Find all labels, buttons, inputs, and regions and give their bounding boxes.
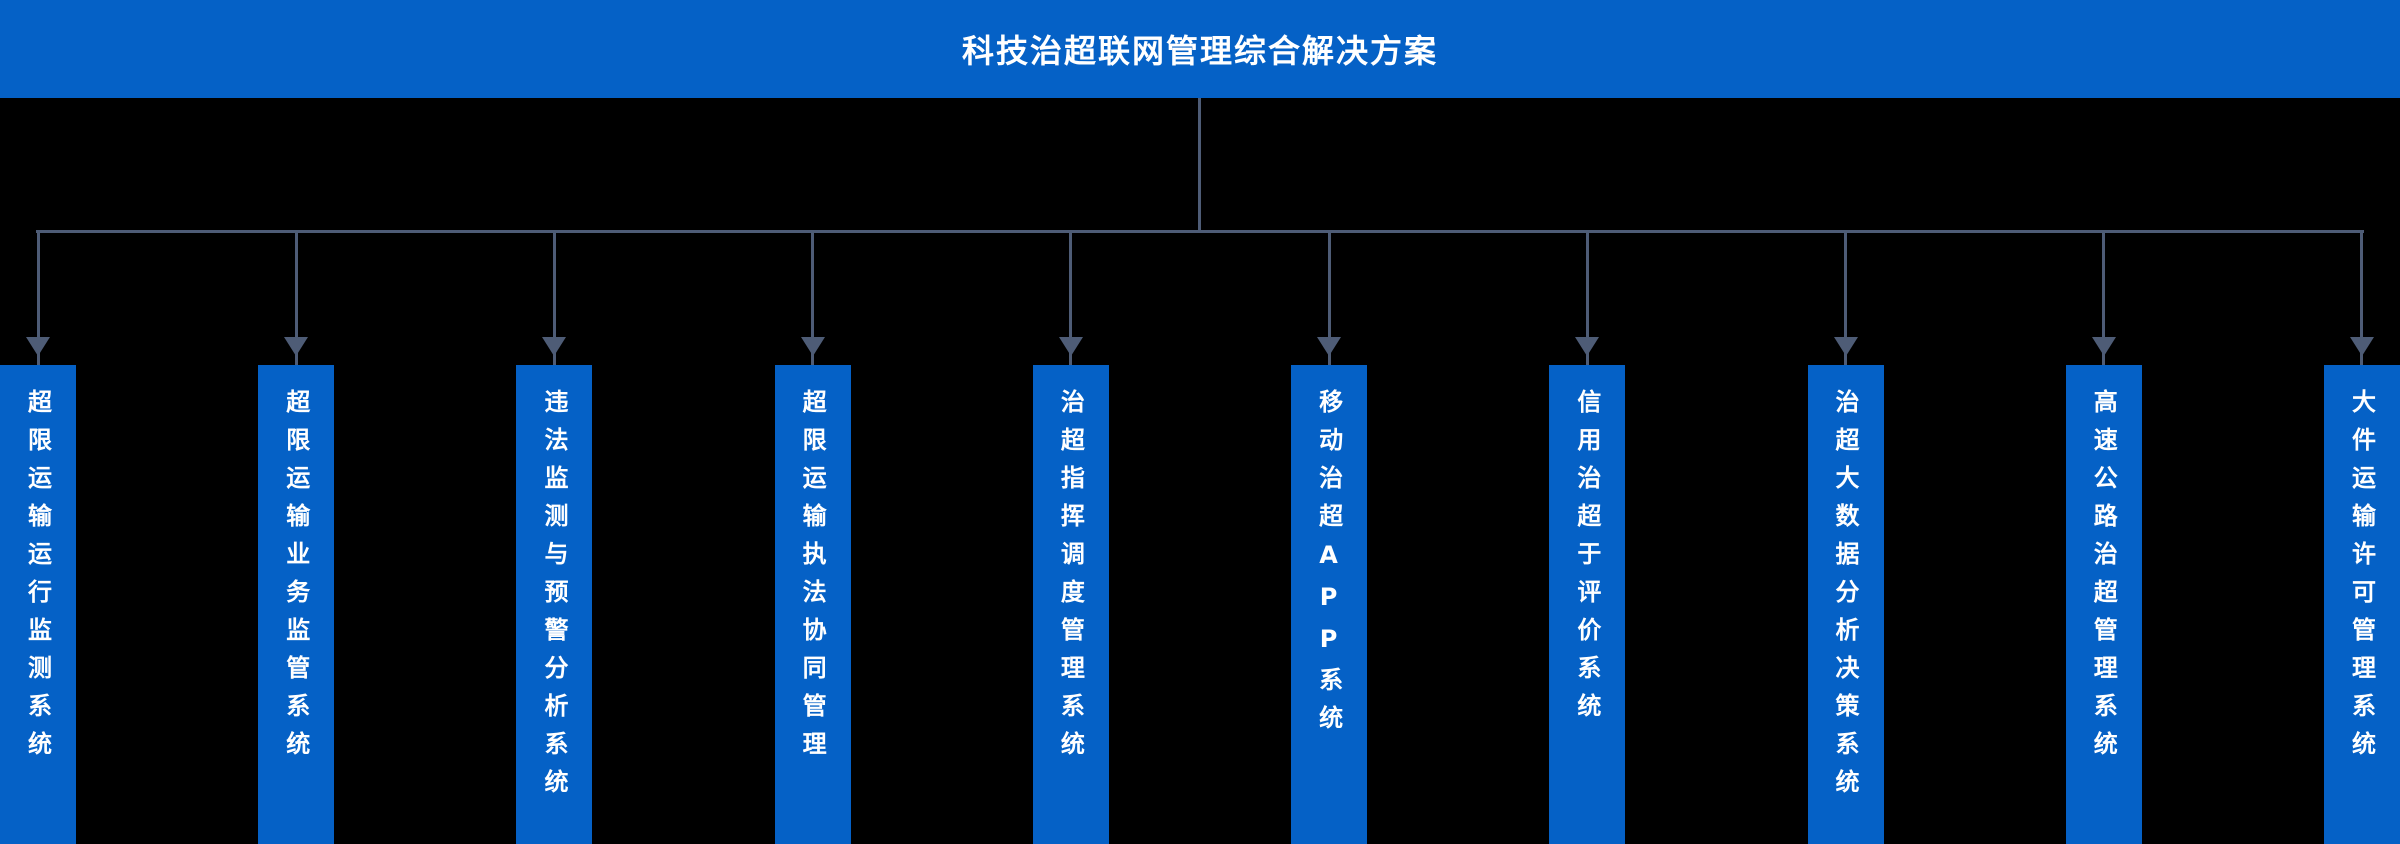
branch-system-6: 移动治超APP系统 xyxy=(1291,230,1368,844)
distribution-connector-line xyxy=(36,230,2364,233)
arrow-down-icon xyxy=(1575,337,1600,356)
system-node-label: 治超大数据分析决策系统 xyxy=(1831,389,1860,807)
system-node-6: 移动治超APP系统 xyxy=(1291,365,1368,844)
branch-connector-line xyxy=(811,230,815,365)
branch-connector-line xyxy=(36,230,40,365)
branch-connector-line xyxy=(294,230,298,365)
system-node-label: 治超指挥调度管理系统 xyxy=(1056,389,1085,769)
system-node-1: 超限运输运行监测系统 xyxy=(0,365,76,844)
branch-system-7: 信用治超于评价系统 xyxy=(1549,230,1626,844)
system-node-3: 违法监测与预警分析系统 xyxy=(516,365,593,844)
arrow-down-icon xyxy=(542,337,567,356)
branch-system-3: 违法监测与预警分析系统 xyxy=(516,230,593,844)
arrow-down-icon xyxy=(1833,337,1858,356)
branch-connector-line xyxy=(1585,230,1589,365)
diagram-title-bar: 科技治超联网管理综合解决方案 xyxy=(0,0,2400,98)
system-node-label: 移动治超APP系统 xyxy=(1314,389,1343,743)
branch-connector-line xyxy=(2360,230,2364,365)
system-node-label: 超限运输执法协同管理 xyxy=(798,389,827,769)
system-node-10: 大件运输许可管理系统 xyxy=(2323,365,2400,844)
branch-connector-line xyxy=(1844,230,1848,365)
system-node-label: 信用治超于评价系统 xyxy=(1572,389,1601,731)
branch-system-2: 超限运输业务监管系统 xyxy=(258,230,335,844)
system-node-4: 超限运输执法协同管理 xyxy=(774,365,851,844)
system-node-2: 超限运输业务监管系统 xyxy=(258,365,335,844)
system-node-9: 高速公路治超管理系统 xyxy=(2065,365,2142,844)
diagram-title: 科技治超联网管理综合解决方案 xyxy=(961,32,1438,70)
branch-system-10: 大件运输许可管理系统 xyxy=(2323,230,2400,844)
branch-system-9: 高速公路治超管理系统 xyxy=(2065,230,2142,844)
arrow-down-icon xyxy=(800,337,825,356)
branch-connector-line xyxy=(552,230,556,365)
branch-system-5: 治超指挥调度管理系统 xyxy=(1032,230,1109,844)
system-node-label: 超限运输业务监管系统 xyxy=(281,389,310,769)
system-node-label: 违法监测与预警分析系统 xyxy=(539,389,568,807)
arrow-down-icon xyxy=(1058,337,1083,356)
branch-system-1: 超限运输运行监测系统 xyxy=(0,230,76,844)
branch-system-8: 治超大数据分析决策系统 xyxy=(1807,230,1884,844)
arrow-down-icon xyxy=(26,337,50,356)
system-node-7: 信用治超于评价系统 xyxy=(1549,365,1626,844)
arrow-down-icon xyxy=(1317,337,1342,356)
system-node-label: 大件运输许可管理系统 xyxy=(2347,389,2376,769)
system-node-label: 高速公路治超管理系统 xyxy=(2089,389,2118,769)
trunk-connector-line xyxy=(1198,98,1201,232)
system-node-5: 治超指挥调度管理系统 xyxy=(1032,365,1109,844)
branch-system-4: 超限运输执法协同管理 xyxy=(774,230,851,844)
arrow-down-icon xyxy=(284,337,309,356)
arrow-down-icon xyxy=(2091,337,2116,356)
branch-connector-line xyxy=(1327,230,1331,365)
branch-connector-line xyxy=(1069,230,1073,365)
system-node-label: 超限运输运行监测系统 xyxy=(23,389,52,769)
branch-connector-line xyxy=(2102,230,2106,365)
arrow-down-icon xyxy=(2349,337,2374,356)
system-node-8: 治超大数据分析决策系统 xyxy=(1807,365,1884,844)
branches-row: 超限运输运行监测系统 超限运输业务监管系统 违法监测与预警分析系统 超限运输执法… xyxy=(0,230,2400,844)
